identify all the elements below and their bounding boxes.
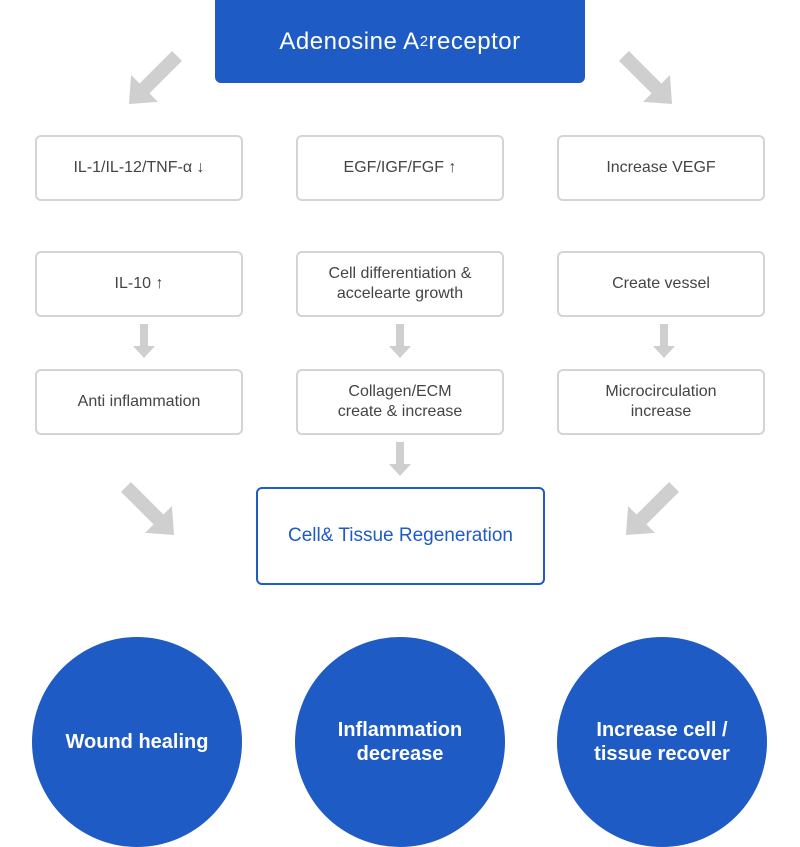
outcome-inflammation-decrease: Inflammation decrease: [295, 637, 505, 847]
box-col1-row2: IL-10 ↑: [35, 251, 243, 317]
arrow-down-col3: [653, 324, 675, 358]
header-main: Adenosine A: [279, 27, 420, 55]
arrow-diag-bottom-right: [612, 473, 688, 549]
box-col3-row2: Create vessel: [557, 251, 765, 317]
arrow-down-col2: [389, 324, 411, 358]
box-col3-row3: Microcirculation increase: [557, 369, 765, 435]
box-col2-row2: Cell differentiation & accelearte growth: [296, 251, 504, 317]
box-col2-row3: Collagen/ECM create & increase: [296, 369, 504, 435]
box-col1-row3: Anti inflammation: [35, 369, 243, 435]
box-col3-row1: Increase VEGF: [557, 135, 765, 201]
outcome-tissue-recover: Increase cell / tissue recover: [557, 637, 767, 847]
header-subscript: 2: [419, 33, 429, 50]
arrow-down-col1: [133, 324, 155, 358]
box-col1-row1: IL-1/IL-12/TNF-α ↓: [35, 135, 243, 201]
header-tail: receptor: [428, 27, 521, 55]
arrow-diag-top-right: [610, 42, 686, 118]
arrow-diag-top-left: [115, 42, 191, 118]
regeneration-box: Cell& Tissue Regeneration: [256, 487, 545, 585]
arrow-diag-bottom-left: [112, 473, 188, 549]
arrow-down-center: [389, 442, 411, 476]
box-col2-row1: EGF/IGF/FGF ↑: [296, 135, 504, 201]
outcome-wound-healing: Wound healing: [32, 637, 242, 847]
